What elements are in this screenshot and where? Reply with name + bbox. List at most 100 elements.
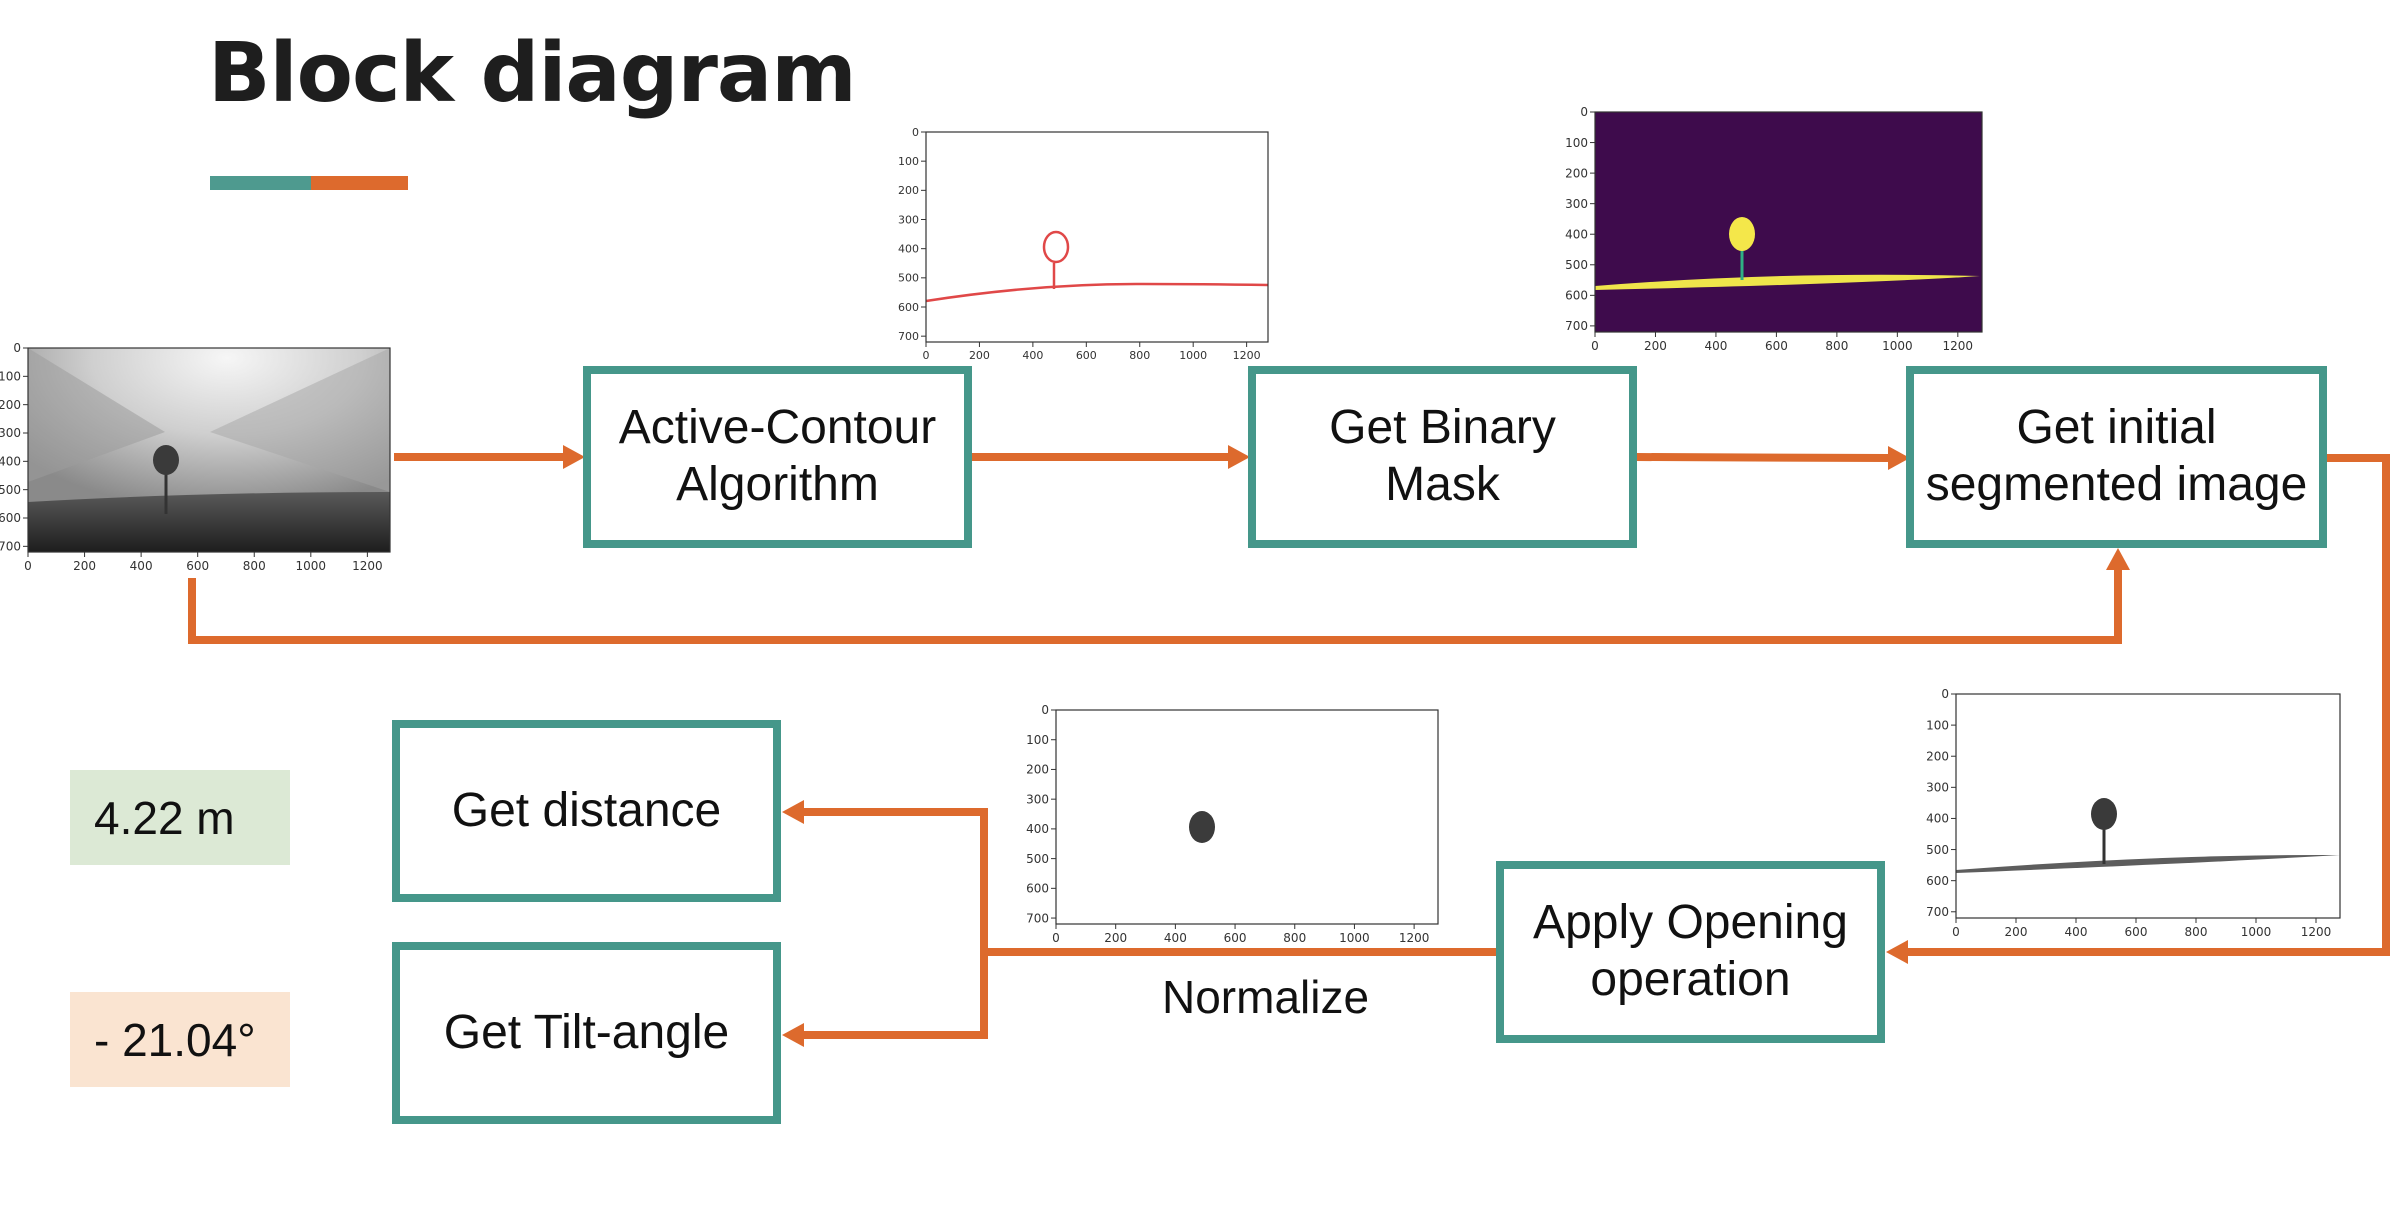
y-tick-label: 100: [0, 370, 21, 384]
x-tick-label: 1200: [1943, 339, 1974, 353]
y-tick-label: 300: [1026, 792, 1049, 806]
x-tick-label: 200: [1104, 931, 1127, 945]
y-tick-label: 300: [898, 213, 919, 226]
x-tick-label: 800: [1129, 349, 1150, 362]
x-tick-label: 600: [1224, 931, 1247, 945]
page-title: Block diagram: [208, 26, 857, 121]
x-tick-label: 800: [1283, 931, 1306, 945]
y-tick-label: 700: [898, 330, 919, 343]
y-tick-label: 500: [898, 272, 919, 285]
x-tick-label: 400: [1164, 931, 1187, 945]
tilt-angle-box: Get Tilt-angle: [392, 942, 781, 1124]
y-tick-label: 0: [1941, 687, 1949, 701]
plot-frame: [1955, 693, 2341, 919]
x-tick-label: 400: [1704, 339, 1727, 353]
y-tick-label: 600: [898, 301, 919, 314]
y-tick-label: 100: [1565, 136, 1588, 150]
binary-mask-content: [1595, 112, 1982, 332]
normalized-content: [1189, 811, 1215, 843]
arrowhead-segmented-up: [2106, 548, 2130, 570]
initial-segmented-line2: segmented image: [1925, 458, 2308, 511]
active-contour-content: [925, 230, 1269, 303]
x-tick-label: 600: [2125, 925, 2148, 939]
arrowhead-mask: [1228, 445, 1250, 469]
x-tick-label: 200: [1644, 339, 1667, 353]
title-underline-teal: [210, 176, 311, 190]
y-tick-label: 0: [13, 342, 21, 355]
plot-frame: [1594, 111, 1983, 333]
y-tick-label: 700: [1926, 905, 1949, 919]
x-tick-label: 1000: [2241, 925, 2272, 939]
y-tick-label: 200: [0, 398, 21, 412]
x-tick-label: 0: [1052, 931, 1060, 945]
x-tick-label: 1200: [352, 559, 383, 573]
y-tick-label: 300: [1926, 781, 1949, 795]
y-tick-label: 600: [0, 511, 21, 525]
arrow-mask-to-segmented: [1635, 453, 1889, 462]
active-contour-box: Active-Contour Algorithm: [583, 366, 972, 548]
y-tick-label: 200: [898, 184, 919, 197]
distance-label: Get distance: [451, 783, 722, 837]
tilt-angle-label: Get Tilt-angle: [443, 1005, 730, 1059]
binary-mask-line2: Mask: [1385, 458, 1500, 511]
tilt-angle-result-badge: - 21.04°: [70, 992, 290, 1087]
distance-box: Get distance: [392, 720, 781, 902]
x-tick-label: 400: [1022, 349, 1043, 362]
y-tick-label: 600: [1926, 874, 1949, 888]
x-tick-label: 0: [24, 559, 32, 573]
y-tick-label: 300: [1565, 197, 1588, 211]
x-tick-label: 800: [243, 559, 266, 573]
x-tick-label: 1200: [1233, 349, 1261, 362]
y-tick-label: 0: [1041, 703, 1049, 717]
x-tick-label: 0: [1952, 925, 1960, 939]
initial-segmented-content: [1956, 798, 2340, 873]
plot-frame: [925, 131, 1269, 343]
arrowhead-segmented: [1888, 446, 1910, 470]
y-tick-label: 700: [1026, 911, 1049, 925]
x-tick-label: 0: [1591, 339, 1599, 353]
x-tick-label: 200: [2005, 925, 2028, 939]
y-tick-label: 100: [1926, 718, 1949, 732]
x-tick-label: 1200: [1399, 931, 1430, 945]
y-tick-label: 100: [898, 155, 919, 168]
x-tick-label: 1000: [296, 559, 327, 573]
y-tick-label: 600: [1565, 289, 1588, 303]
binary-mask-line1: Get Binary: [1329, 401, 1556, 455]
arrow-opening-to-split: [804, 808, 1497, 956]
initial-segmented-box: Get initial segmented image: [1906, 366, 2327, 548]
y-tick-label: 700: [1565, 319, 1588, 333]
x-tick-label: 600: [186, 559, 209, 573]
y-tick-label: 500: [1026, 852, 1049, 866]
normalize-label: Normalize: [1162, 971, 1370, 1023]
y-tick-label: 500: [1926, 843, 1949, 857]
x-tick-label: 200: [969, 349, 990, 362]
y-tick-label: 400: [1565, 227, 1588, 241]
x-tick-label: 1000: [1882, 339, 1913, 353]
opening-box: Apply Opening operation: [1496, 861, 1885, 1043]
y-tick-label: 0: [912, 126, 919, 139]
arrow-split-to-tilt: [804, 952, 988, 1039]
opening-line2: operation: [1590, 953, 1791, 1006]
y-tick-label: 200: [1565, 166, 1588, 180]
arrowhead-distance: [782, 800, 804, 824]
arrowhead-contour: [563, 445, 585, 469]
y-tick-label: 400: [1926, 812, 1949, 826]
y-tick-label: 100: [1026, 733, 1049, 747]
y-tick-label: 600: [1026, 882, 1049, 896]
plot-frame: [1055, 709, 1439, 925]
initial-segmented-line1: Get initial: [2016, 401, 2217, 455]
opening-line1: Apply Opening: [1533, 896, 1848, 950]
x-tick-label: 1200: [2301, 925, 2332, 939]
title-underline-orange: [311, 176, 408, 190]
x-tick-label: 600: [1076, 349, 1097, 362]
y-tick-label: 200: [1026, 763, 1049, 777]
y-tick-label: 400: [1026, 822, 1049, 836]
binary-mask-box: Get Binary Mask: [1248, 366, 1637, 548]
arrowhead-opening: [1886, 940, 1908, 964]
